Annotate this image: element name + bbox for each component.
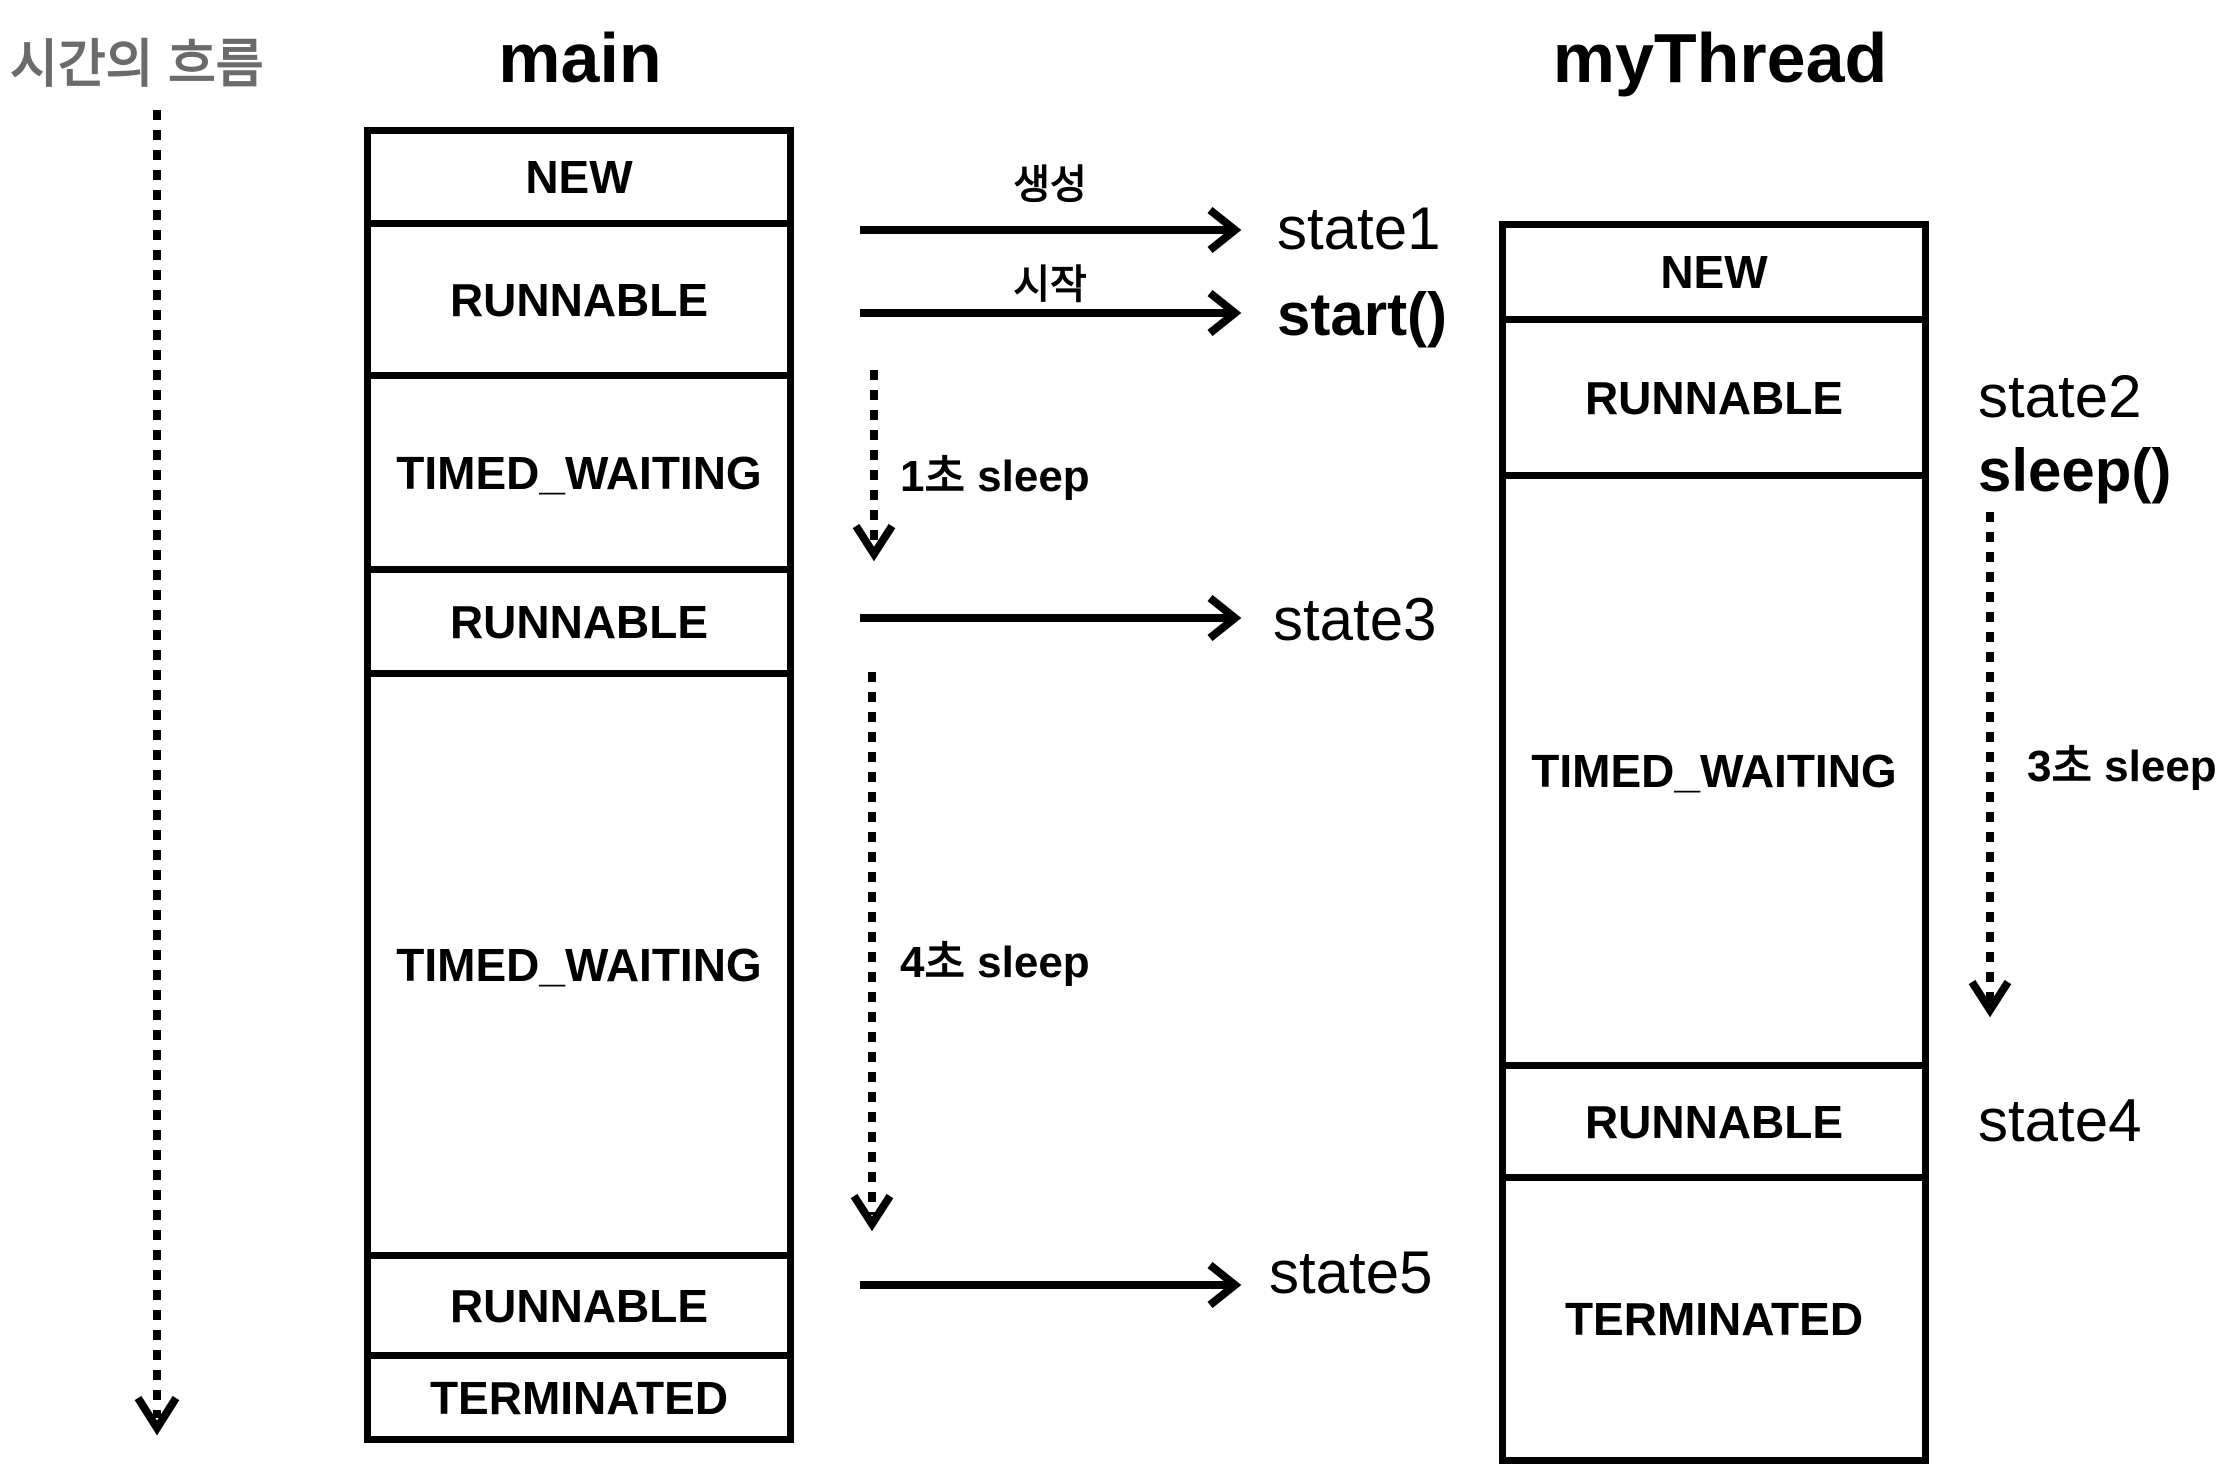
mythread-state-new: NEW (1660, 246, 1768, 298)
create-arrow-label: 생성 (1013, 163, 1087, 207)
start-call-label: start() (1277, 281, 1448, 348)
mythread-state-terminated: TERMINATED (1506, 1174, 1922, 1457)
time-axis-arrow (134, 110, 180, 1436)
time-flow-label: 시간의 흐름 (10, 36, 264, 94)
mythread-sleep-label: 3초 sleep (2027, 742, 2217, 791)
main-state-runnable-1: RUNNABLE (371, 220, 787, 372)
mythread-state-runnable-2: RUNNABLE (1506, 1062, 1922, 1174)
main-state-runnable-2: RUNNABLE (371, 566, 787, 670)
mythread-state-timed-waiting: TIMED_WAITING (1506, 472, 1922, 1062)
main-sleep-2-arrow (850, 672, 894, 1232)
main-state-timed-waiting-2: TIMED_WAITING (371, 670, 787, 1252)
main-state-stack: NEW RUNNABLE TIMED_WAITING RUNNABLE TIME… (364, 127, 794, 1443)
main-state-runnable-3: RUNNABLE (371, 1252, 787, 1352)
main-sleep-1-arrow (852, 370, 896, 562)
state5-label: state5 (1269, 1239, 1433, 1306)
main-state-terminated: TERMINATED (371, 1352, 787, 1436)
start-arrow (860, 289, 1242, 337)
mythread-state-runnable-1: RUNNABLE (1506, 316, 1922, 472)
state3-label: state3 (1273, 586, 1437, 653)
create-arrow (860, 206, 1242, 254)
state4-label: state4 (1978, 1087, 2142, 1154)
mythread-sleep-arrow (1968, 512, 2012, 1018)
main-thread-title: main (498, 19, 662, 97)
main-sleep-1-label: 1초 sleep (900, 452, 1090, 501)
mythread-title: myThread (1552, 19, 1888, 97)
main-sleep-2-label: 4초 sleep (900, 938, 1090, 987)
sleep-call-label: sleep() (1978, 437, 2172, 504)
main-state-timed-waiting-1: TIMED_WAITING (371, 372, 787, 566)
state2-label: state2 (1978, 363, 2142, 430)
state3-arrow (860, 594, 1242, 642)
main-state-new: NEW (525, 151, 633, 203)
state1-label: state1 (1277, 195, 1441, 262)
state5-arrow (860, 1261, 1242, 1309)
start-arrow-label: 시작 (1013, 263, 1087, 307)
mythread-state-stack: NEW RUNNABLE TIMED_WAITING RUNNABLE TERM… (1499, 221, 1929, 1464)
